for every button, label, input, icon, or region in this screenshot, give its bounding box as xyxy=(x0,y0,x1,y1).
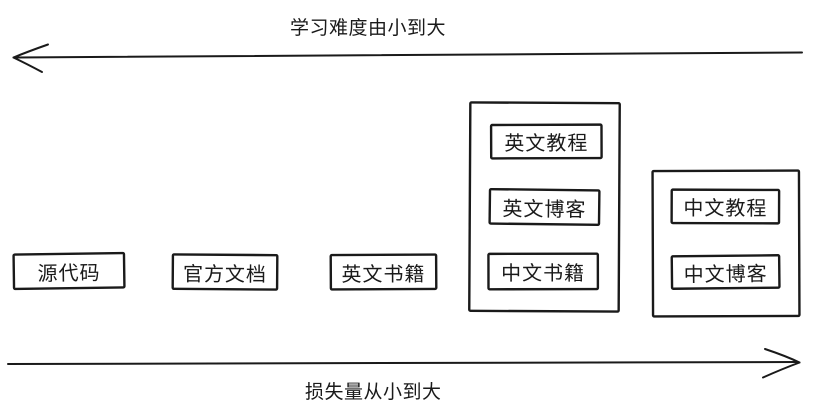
box-chinese-tutorials-label: 中文教程 xyxy=(683,197,768,221)
loss-arrow-right xyxy=(7,348,801,379)
box-chinese-blogs-label: 中文博客 xyxy=(683,263,768,286)
box-source-code: 源代码 xyxy=(12,252,126,290)
box-chinese-books-label: 中文书籍 xyxy=(501,262,586,286)
group-english-and-chinese-books: 英文教程 英文博客 中文书籍 xyxy=(468,101,621,313)
box-english-blogs: 英文博客 xyxy=(488,188,601,226)
box-official-docs-label: 官方文档 xyxy=(182,263,268,286)
bottom-axis-label: 损失量从小到大 xyxy=(305,382,442,403)
box-english-blogs-label: 英文博客 xyxy=(502,197,587,222)
box-official-docs: 官方文档 xyxy=(171,253,279,291)
box-english-books: 英文书籍 xyxy=(329,253,438,291)
group-chinese-tutorials-blogs: 中文教程 中文博客 xyxy=(651,169,801,318)
top-axis-label: 学习难度由小到大 xyxy=(290,18,447,39)
box-english-books-label: 英文书籍 xyxy=(341,263,426,286)
difficulty-arrow-left xyxy=(12,43,803,73)
box-english-tutorials: 英文教程 xyxy=(490,123,603,160)
box-chinese-books: 中文书籍 xyxy=(487,252,599,291)
box-english-tutorials-label: 英文教程 xyxy=(504,132,589,156)
box-source-code-label: 源代码 xyxy=(37,262,101,285)
box-chinese-blogs: 中文博客 xyxy=(670,254,781,290)
box-chinese-tutorials: 中文教程 xyxy=(670,188,780,225)
